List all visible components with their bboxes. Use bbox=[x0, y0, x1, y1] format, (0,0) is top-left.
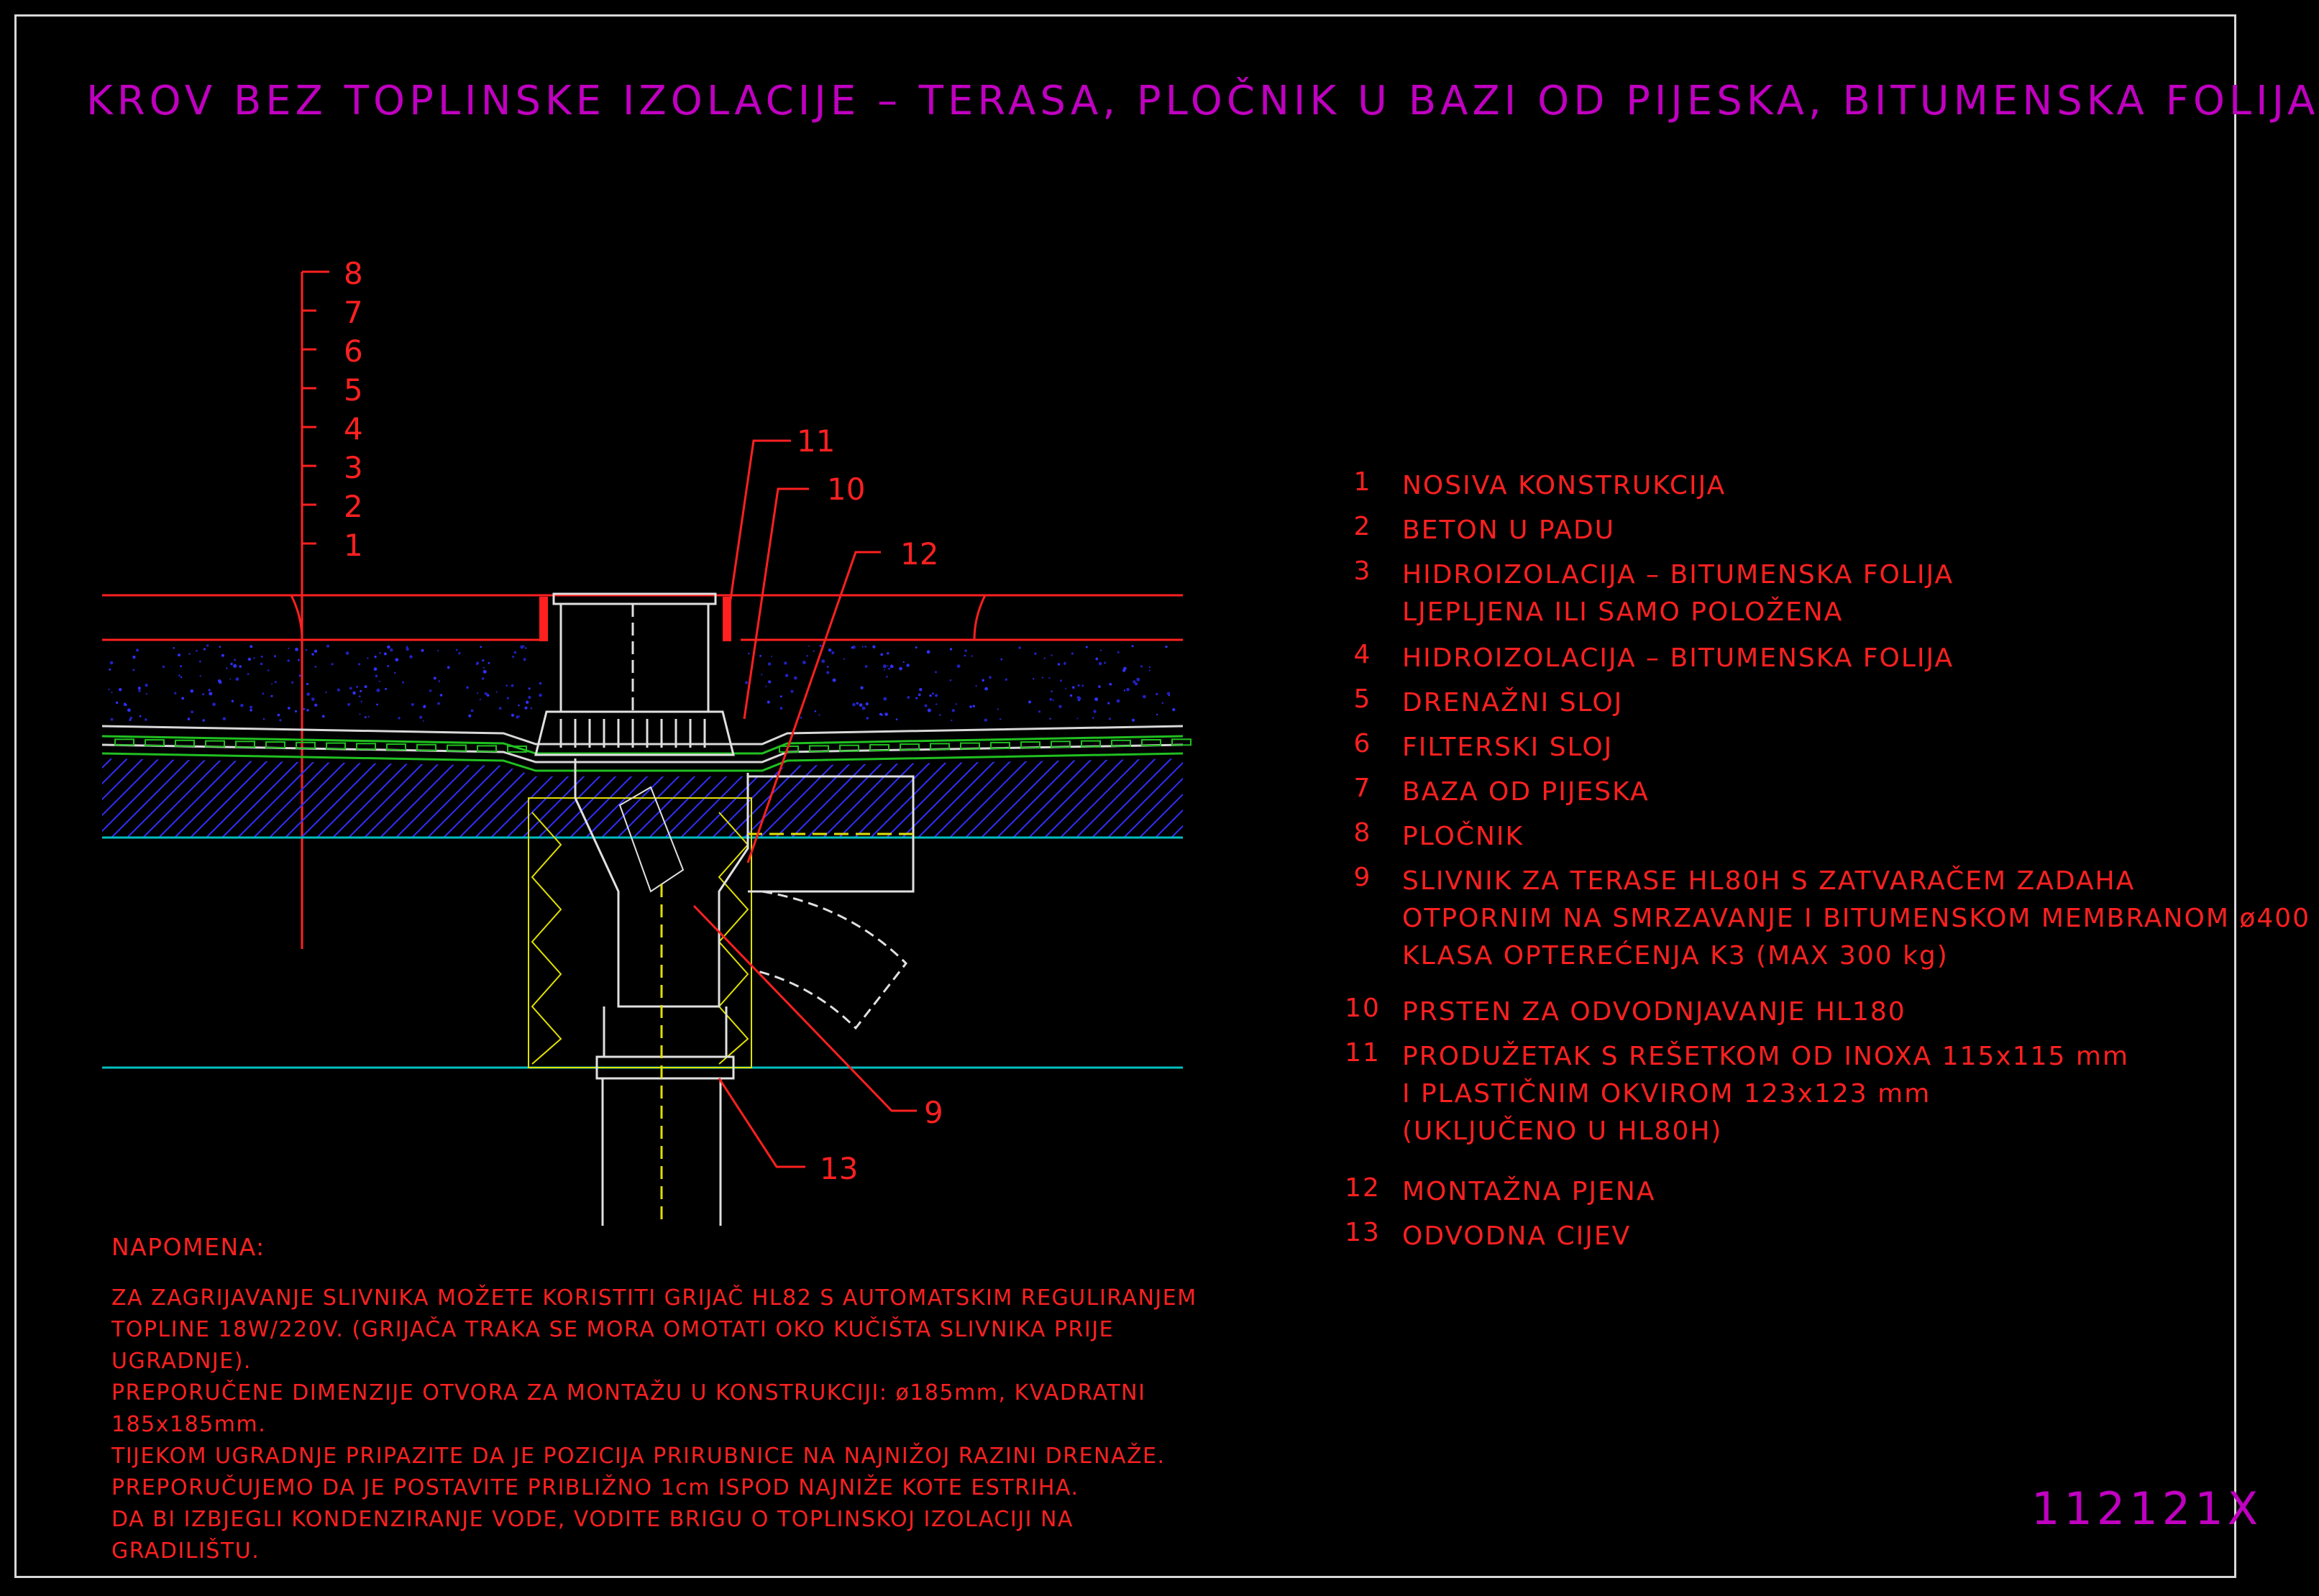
legend-number: 6 bbox=[1353, 729, 1372, 758]
legend-line: HIDROIZOLACIJA – BITUMENSKA FOLIJA bbox=[1402, 560, 1954, 590]
terrace-drain-hl80h bbox=[534, 592, 920, 1226]
sloped-concrete-layer bbox=[102, 758, 1183, 1069]
layer-scale-label: 4 bbox=[344, 411, 363, 446]
legend-number: 2 bbox=[1353, 512, 1372, 541]
legend-item-8: 8 PLOČNIK bbox=[1323, 818, 1524, 856]
legend-line: NOSIVA KONSTRUKCIJA bbox=[1402, 471, 1726, 500]
legend-number: 7 bbox=[1353, 774, 1372, 803]
legend-line: (UKLJUČENO U HL80H) bbox=[1402, 1116, 1723, 1146]
legend-number: 4 bbox=[1353, 640, 1372, 669]
legend-item-4: 4 HIDROIZOLACIJA – BITUMENSKA FOLIJA bbox=[1323, 640, 1954, 677]
legend-item-5: 5 DRENAŽNI SLOJ bbox=[1323, 684, 1623, 722]
layer-scale bbox=[301, 270, 329, 949]
legend-text: BAZA OD PIJESKA bbox=[1402, 774, 1650, 811]
legend-item-10: 10 PRSTEN ZA ODVODNJAVANJE HL180 bbox=[1323, 994, 1906, 1031]
legend-number: 9 bbox=[1353, 863, 1372, 892]
note-line: PREPORUČENE DIMENZIJE OTVORA ZA MONTAŽU … bbox=[111, 1380, 1146, 1405]
callout-labels: 11 10 12 9 13 bbox=[797, 423, 943, 1186]
legend-line: PLOČNIK bbox=[1402, 822, 1524, 851]
notes-lines: ZA ZAGRIJAVANJE SLIVNIKA MOŽETE KORISTIT… bbox=[111, 1283, 1197, 1567]
note-line: 185x185mm. bbox=[111, 1412, 267, 1437]
layer-scale-label: 5 bbox=[344, 372, 363, 408]
callout-label: 9 bbox=[924, 1095, 943, 1130]
legend-number: 13 bbox=[1345, 1218, 1381, 1247]
legend-number: 12 bbox=[1345, 1173, 1381, 1203]
callout-label: 10 bbox=[827, 472, 865, 507]
legend-text: BETON U PADU bbox=[1402, 512, 1615, 549]
legend-line: PRODUŽETAK S REŠETKOM OD INOXA 115x115 m… bbox=[1402, 1042, 2130, 1071]
legend-line: SLIVNIK ZA TERASE HL80H S ZATVARAČEM ZAD… bbox=[1402, 866, 2136, 896]
legend-line: FILTERSKI SLOJ bbox=[1402, 733, 1614, 762]
sand-base-layer bbox=[108, 644, 1176, 722]
legend-text: NOSIVA KONSTRUKCIJA bbox=[1402, 467, 1726, 505]
layer-scale-label: 3 bbox=[344, 450, 363, 485]
note-line: UGRADNJE). bbox=[111, 1349, 252, 1374]
drawing-frame bbox=[14, 14, 2236, 1578]
legend-line: OTPORNIM NA SMRZAVANJE I BITUMENSKOM MEM… bbox=[1402, 904, 2311, 933]
legend-text: PRODUŽETAK S REŠETKOM OD INOXA 115x115 m… bbox=[1402, 1038, 2129, 1150]
legend-line: ODVODNA CIJEV bbox=[1402, 1221, 1632, 1251]
callout-label: 11 bbox=[797, 423, 835, 459]
legend-line: I PLASTIČNIM OKVIROM 123x123 mm bbox=[1402, 1079, 1931, 1109]
legend-line: MONTAŽNA PJENA bbox=[1402, 1177, 1656, 1206]
note-line: ZA ZAGRIJAVANJE SLIVNIKA MOŽETE KORISTIT… bbox=[111, 1285, 1197, 1311]
legend-number: 8 bbox=[1353, 818, 1372, 848]
legend-text: SLIVNIK ZA TERASE HL80H S ZATVARAČEM ZAD… bbox=[1402, 863, 2310, 975]
note-line: GRADILIŠTU. bbox=[111, 1538, 260, 1564]
legend-text: DRENAŽNI SLOJ bbox=[1402, 684, 1623, 722]
legend-text: ODVODNA CIJEV bbox=[1402, 1218, 1631, 1255]
legend-item-7: 7 BAZA OD PIJESKA bbox=[1323, 774, 1650, 811]
notes-block: NAPOMENA: ZA ZAGRIJAVANJE SLIVNIKA MOŽET… bbox=[111, 1233, 1197, 1567]
layer-scale-label: 1 bbox=[344, 528, 363, 563]
layer-scale-label: 6 bbox=[344, 334, 363, 369]
layer-scale-label: 7 bbox=[344, 295, 363, 330]
legend-item-11: 11 PRODUŽETAK S REŠETKOM OD INOXA 115x115… bbox=[1323, 1038, 2129, 1150]
legend-text: PRSTEN ZA ODVODNJAVANJE HL180 bbox=[1402, 994, 1906, 1031]
legend-text: MONTAŽNA PJENA bbox=[1402, 1173, 1655, 1211]
legend-item-12: 12 MONTAŽNA PJENA bbox=[1323, 1173, 1655, 1211]
legend-line: BAZA OD PIJESKA bbox=[1402, 777, 1650, 807]
legend-line: PRSTEN ZA ODVODNJAVANJE HL180 bbox=[1402, 997, 1906, 1027]
legend-text: HIDROIZOLACIJA – BITUMENSKA FOLIJA LJEPLJ… bbox=[1402, 556, 1954, 631]
legend-text: HIDROIZOLACIJA – BITUMENSKA FOLIJA bbox=[1402, 640, 1954, 677]
layer-scale-label: 2 bbox=[344, 489, 363, 524]
legend-line: KLASA OPTEREĆENJA K3 (MAX 300 kg) bbox=[1402, 941, 1949, 971]
drainage-layer bbox=[114, 738, 1191, 753]
legend-number: 10 bbox=[1345, 994, 1381, 1023]
legend-text: FILTERSKI SLOJ bbox=[1402, 729, 1613, 766]
note-line: TOPLINE 18W/220V. (GRIJAČA TRAKA SE MORA… bbox=[111, 1317, 1115, 1342]
paving-layer bbox=[102, 594, 1183, 641]
layer-scale-label: 8 bbox=[344, 256, 363, 291]
legend-line: LJEPLJENA ILI SAMO POLOŽENA bbox=[1402, 597, 1844, 627]
notes-title: NAPOMENA: bbox=[111, 1233, 265, 1261]
callout-label: 12 bbox=[900, 536, 938, 572]
legend-line: BETON U PADU bbox=[1402, 515, 1616, 545]
legend-item-3: 3 HIDROIZOLACIJA – BITUMENSKA FOLIJA LJEPL… bbox=[1323, 556, 1954, 631]
legend-line: DRENAŽNI SLOJ bbox=[1402, 688, 1624, 717]
legend-number: 3 bbox=[1353, 556, 1372, 586]
legend-number: 1 bbox=[1353, 467, 1372, 497]
callout-label: 13 bbox=[820, 1151, 858, 1186]
callout-leaders bbox=[692, 439, 917, 1168]
legend-item-2: 2 BETON U PADU bbox=[1323, 512, 1615, 549]
layer-scale-labels: 8 7 654 3 2 1 bbox=[344, 256, 363, 563]
legend-item-6: 6 FILTERSKI SLOJ bbox=[1323, 729, 1613, 766]
drawing-code: 112121X bbox=[2031, 1482, 2263, 1535]
legend-line: HIDROIZOLACIJA – BITUMENSKA FOLIJA bbox=[1402, 643, 1954, 673]
legend-item-9: 9 SLIVNIK ZA TERASE HL80H S ZATVARAČEM ZA… bbox=[1323, 863, 2310, 975]
legend-text: PLOČNIK bbox=[1402, 818, 1524, 856]
note-line: PREPORUČUJEMO DA JE POSTAVITE PRIBLIŽNO … bbox=[111, 1475, 1079, 1500]
drawing-title: KROV BEZ TOPLINSKE IZOLACIJE – TERASA, P… bbox=[86, 78, 2319, 124]
section-drawing: 8 7 654 3 2 1 bbox=[101, 256, 1191, 1226]
legend-number: 11 bbox=[1345, 1038, 1381, 1068]
legend-item-13: 13 ODVODNA CIJEV bbox=[1323, 1218, 1631, 1255]
note-line: TIJEKOM UGRADNJE PRIPAZITE DA JE POZICIJ… bbox=[111, 1444, 1166, 1469]
legend-number: 5 bbox=[1353, 684, 1372, 714]
note-line: DA BI IZBJEGLI KONDENZIRANJE VODE, VODIT… bbox=[111, 1507, 1074, 1532]
legend-item-1: 1 NOSIVA KONSTRUKCIJA bbox=[1323, 467, 1726, 505]
